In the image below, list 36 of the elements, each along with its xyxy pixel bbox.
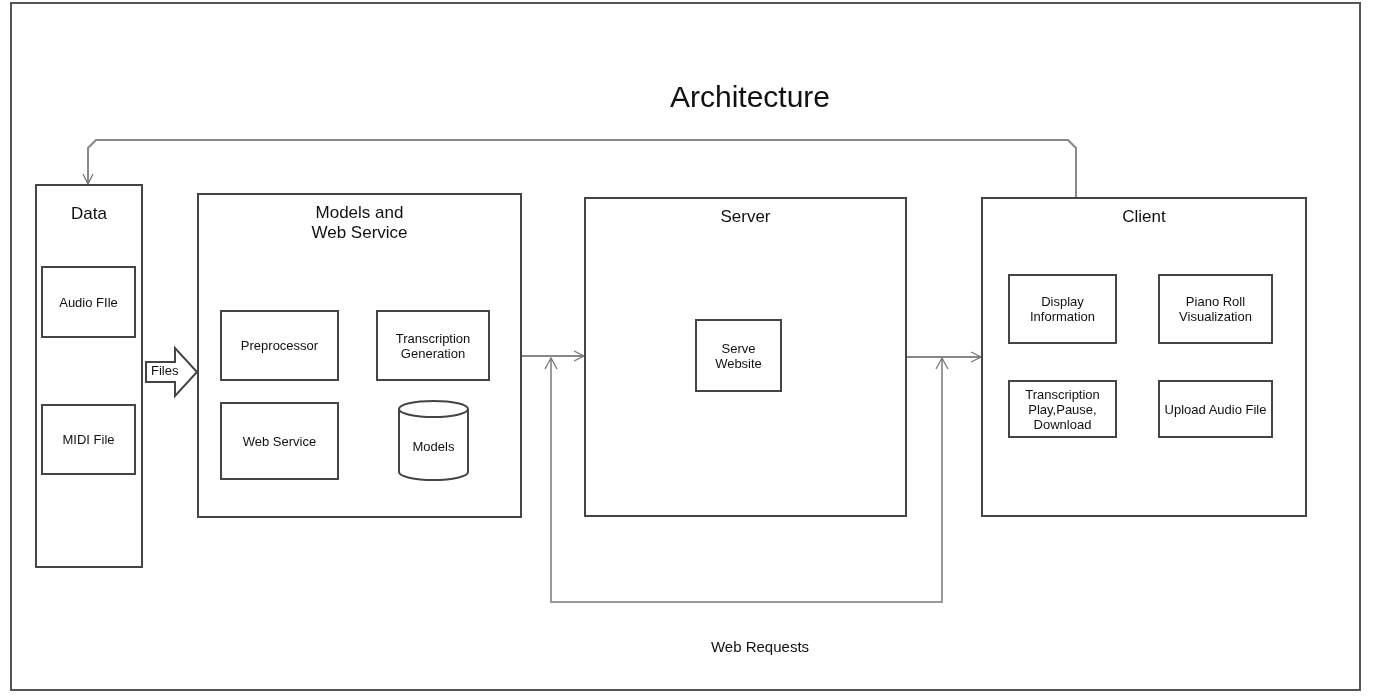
component-box	[41, 404, 136, 475]
component-box	[1158, 380, 1273, 438]
container-box	[197, 193, 522, 518]
note-text: Web Requests	[709, 638, 811, 655]
arrow	[906, 351, 982, 363]
component-label: Serve Website	[714, 340, 763, 371]
container-title: Models and Web Service	[310, 203, 409, 243]
component-label: Transcription Generation	[394, 330, 472, 361]
diagram-title: Architecture	[668, 80, 832, 114]
component-label: Transcription Play,Pause, Download	[1024, 386, 1101, 432]
component-box	[41, 266, 136, 338]
component-label: Preprocessor	[240, 338, 319, 353]
container-title: Data	[70, 204, 108, 224]
component-box	[1008, 380, 1117, 438]
edge-label: Files	[150, 364, 180, 378]
component-label: Upload Audio File	[1164, 401, 1267, 417]
container-box	[981, 197, 1307, 517]
component-box	[1008, 274, 1117, 344]
database-cylinder	[398, 400, 469, 481]
component-label: Audio FIle	[59, 294, 118, 310]
component-box	[695, 319, 782, 392]
arrow	[82, 139, 1077, 198]
component-box	[376, 310, 490, 381]
component-label: Piano Roll Visualization	[1178, 294, 1253, 324]
component-box	[220, 310, 339, 381]
container-title: Server	[719, 207, 772, 227]
component-label: Display Information	[1028, 294, 1096, 324]
component-box	[220, 402, 339, 480]
container-box	[35, 184, 143, 568]
component-label: Web Service	[242, 433, 317, 449]
container-box	[584, 197, 907, 517]
container-title: Client	[1121, 207, 1167, 227]
component-box	[1158, 274, 1273, 344]
component-label: Models	[412, 439, 455, 454]
arrow	[521, 350, 585, 362]
component-label: MIDI File	[62, 432, 115, 447]
